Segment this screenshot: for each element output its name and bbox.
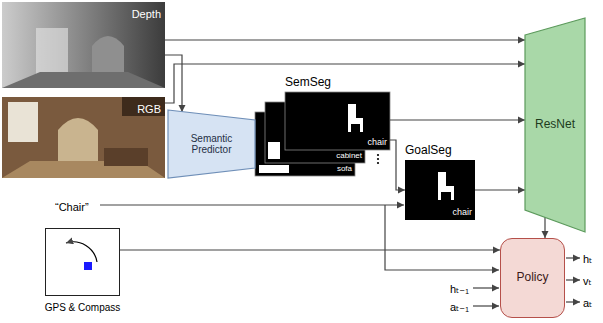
class-name: cabinet xyxy=(336,151,362,160)
block-title: SemSeg xyxy=(285,75,331,89)
ellipsis-dot xyxy=(377,158,379,160)
outline-shape xyxy=(525,18,585,232)
output-wire xyxy=(566,257,580,258)
goal-text-wire xyxy=(385,205,499,270)
block-title: GoalSeg xyxy=(405,143,452,157)
input-wire xyxy=(473,287,499,288)
rgb-image-box: RGB xyxy=(2,97,165,178)
module-name: Semantic Predictor xyxy=(176,133,247,156)
ellipsis-dot xyxy=(377,162,379,164)
goal-text-wire xyxy=(100,204,404,205)
module-name: Policy xyxy=(516,271,548,285)
image-caption: Depth xyxy=(132,8,161,20)
flow-arrow xyxy=(544,217,545,238)
flow-arrow xyxy=(390,119,525,120)
goal-mask-blob xyxy=(438,172,454,200)
class-name: chair xyxy=(367,137,387,147)
rgb-dark-corner xyxy=(122,97,165,116)
class-name: chair xyxy=(452,207,472,217)
rgb-sofa xyxy=(104,148,148,166)
agent-marker xyxy=(84,262,92,270)
output-wire xyxy=(566,279,580,280)
mask-sheet: SemSegchair xyxy=(285,92,390,150)
depth-floor xyxy=(2,72,165,88)
heading-arc xyxy=(66,242,97,262)
flow-arrow xyxy=(165,64,525,103)
chair-mask xyxy=(285,92,390,150)
mask-sheet: sofa xyxy=(255,112,355,176)
mask-sheet: cabinet xyxy=(265,102,365,163)
output-wire xyxy=(566,301,580,302)
mask-sheet: GoalSegchair xyxy=(405,160,475,220)
outline-shape xyxy=(168,110,255,178)
input-wire xyxy=(473,305,499,306)
encoder-trapezoid: ResNet xyxy=(525,18,585,232)
rgb-window xyxy=(8,102,38,142)
flow-arrow xyxy=(475,189,525,190)
state-symbol: hₜ₋₁ xyxy=(450,283,469,295)
output-symbol: vₜ xyxy=(583,275,592,287)
sofa-mask-blob xyxy=(259,165,289,173)
output-symbol: hₜ xyxy=(583,253,592,265)
process-box: Policy xyxy=(500,238,565,318)
sensor-name: GPS & Compass xyxy=(45,302,121,313)
depth-image xyxy=(2,2,165,88)
flow-arrow xyxy=(390,140,405,190)
class-name: sofa xyxy=(337,164,352,173)
goal-mask xyxy=(405,160,475,220)
cabinet-mask-blob xyxy=(268,142,280,159)
output-symbol: aₜ xyxy=(583,297,592,309)
flow-arrow xyxy=(120,249,500,250)
image-caption: RGB xyxy=(137,103,161,115)
depth-image-box: Depth xyxy=(2,2,165,88)
state-symbol: aₜ₋₁ xyxy=(450,301,469,313)
goal-text: “Chair” xyxy=(55,201,89,213)
ellipsis-dot xyxy=(377,154,379,156)
encoder-trapezoid: Semantic Predictor xyxy=(168,110,255,178)
flow-arrow xyxy=(165,39,525,40)
module-name: ResNet xyxy=(535,118,575,132)
sensor-box: GPS & Compass xyxy=(45,228,120,296)
rgb-image xyxy=(2,97,165,178)
chair-mask-blob xyxy=(348,104,363,132)
flow-arrow xyxy=(165,55,182,112)
